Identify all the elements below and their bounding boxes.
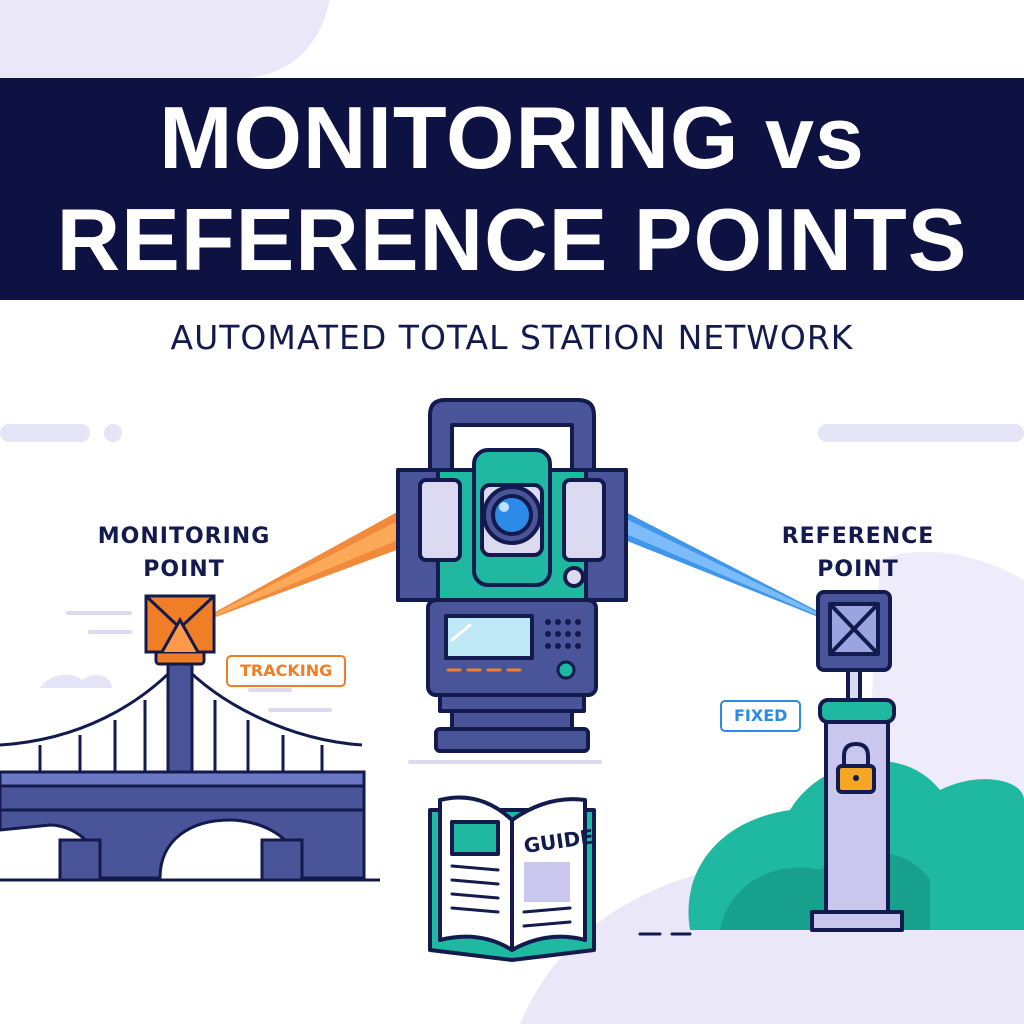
- tracking-tag: TRACKING: [226, 655, 347, 687]
- fixed-tag: FIXED: [720, 700, 802, 732]
- monitoring-point-label: MONITORING POINT: [64, 520, 304, 586]
- title-line-2: REFERENCE POINTS: [56, 190, 968, 289]
- reference-label-line1: REFERENCE: [781, 524, 935, 549]
- reference-point-label: REFERENCE POINT: [738, 520, 978, 586]
- padlock-icon: [836, 741, 876, 794]
- subtitle: AUTOMATED TOTAL STATION NETWORK: [170, 318, 854, 357]
- reference-label-line2: POINT: [817, 557, 899, 582]
- title-line-1: MONITORING vs: [159, 88, 865, 187]
- monitoring-label-line2: POINT: [143, 557, 225, 582]
- title-banner: MONITORING vs REFERENCE POINTS: [0, 78, 1024, 300]
- monitoring-label-line1: MONITORING: [97, 524, 271, 549]
